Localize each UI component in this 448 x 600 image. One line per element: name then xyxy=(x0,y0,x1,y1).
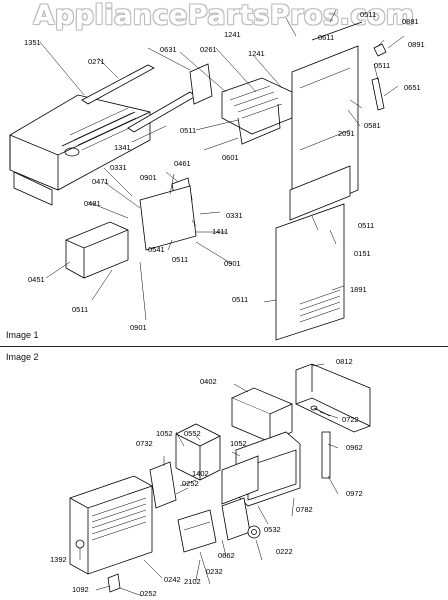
callout-label: 0601 xyxy=(222,153,239,162)
image2-callouts: 0812 0402 0722 0552 1052 0732 1052 0962 … xyxy=(50,357,363,598)
callout-label: 0901 xyxy=(224,259,241,268)
callout-label: 0252 xyxy=(140,589,157,598)
callout-label: 0532 xyxy=(264,525,281,534)
section-label-image-1: Image 1 xyxy=(6,330,39,340)
callout-label: 0471 xyxy=(92,177,109,186)
callout-label: 1241 xyxy=(248,49,265,58)
callout-label: 1241 xyxy=(224,30,241,39)
callout-label: 0151 xyxy=(354,249,371,258)
image2-drawing xyxy=(69,363,371,597)
callout-label: 0782 xyxy=(296,505,313,514)
callout-label: 0962 xyxy=(346,443,363,452)
callout-label: 0611 xyxy=(318,33,334,42)
callout-label: 0232 xyxy=(206,567,223,576)
image1-drawing xyxy=(9,9,405,341)
callout-label: 0331 xyxy=(110,163,127,172)
callout-label: 0331 xyxy=(226,211,243,220)
callout-label: 2091 xyxy=(338,129,355,138)
callout-label: 1052 xyxy=(156,429,173,438)
callout-label: 0581 xyxy=(364,121,381,130)
callout-label: 1341 xyxy=(114,143,131,152)
callout-label: 0242 xyxy=(164,575,181,584)
callout-label: 0252 xyxy=(182,479,199,488)
callout-label: 0511 xyxy=(360,10,376,19)
callout-label: 0511 xyxy=(374,61,390,70)
callout-label: 0402 xyxy=(200,377,217,386)
callout-label: 0511 xyxy=(180,126,196,135)
callout-label: 1402 xyxy=(192,469,209,478)
callout-label: 0261 xyxy=(200,45,217,54)
callout-label: 1052 xyxy=(230,439,247,448)
section-label-image-2: Image 2 xyxy=(6,352,39,362)
callout-label: 0511 xyxy=(72,305,88,314)
callout-label: 0972 xyxy=(346,489,363,498)
callout-label: 0451 xyxy=(28,275,45,284)
callout-label: 1092 xyxy=(72,585,89,594)
callout-label: 0511 xyxy=(358,221,374,230)
callout-label: 0222 xyxy=(276,547,293,556)
callout-label: 1392 xyxy=(50,555,67,564)
callout-label: 0651 xyxy=(404,83,421,92)
callout-label: 0901 xyxy=(140,173,157,182)
section-divider xyxy=(0,346,448,347)
callout-label: 1891 xyxy=(350,285,367,294)
callout-label: 0722 xyxy=(342,415,359,424)
callout-label: 0901 xyxy=(130,323,147,332)
callout-label: 2102 xyxy=(184,577,201,586)
callout-label: 0541 xyxy=(148,245,165,254)
callout-label: 0511 xyxy=(232,295,248,304)
callout-label: 1411 xyxy=(212,227,228,236)
callout-label: 0511 xyxy=(172,255,188,264)
callout-label: 0461 xyxy=(174,159,191,168)
callout-label: 0732 xyxy=(136,439,153,448)
callout-label: 0891 xyxy=(408,40,425,49)
image1-callouts: 0881 0511 0891 1351 0271 0631 0261 1241 … xyxy=(24,10,425,332)
callout-label: 0481 xyxy=(84,199,101,208)
callout-label: 0812 xyxy=(336,357,353,366)
callout-label: 0271 xyxy=(88,57,105,66)
callout-label: 0881 xyxy=(402,17,419,26)
callout-label: 1351 xyxy=(24,38,41,47)
callout-label: 0552 xyxy=(184,429,201,438)
callout-label: 0631 xyxy=(160,45,177,54)
callout-label: 0662 xyxy=(218,551,235,560)
